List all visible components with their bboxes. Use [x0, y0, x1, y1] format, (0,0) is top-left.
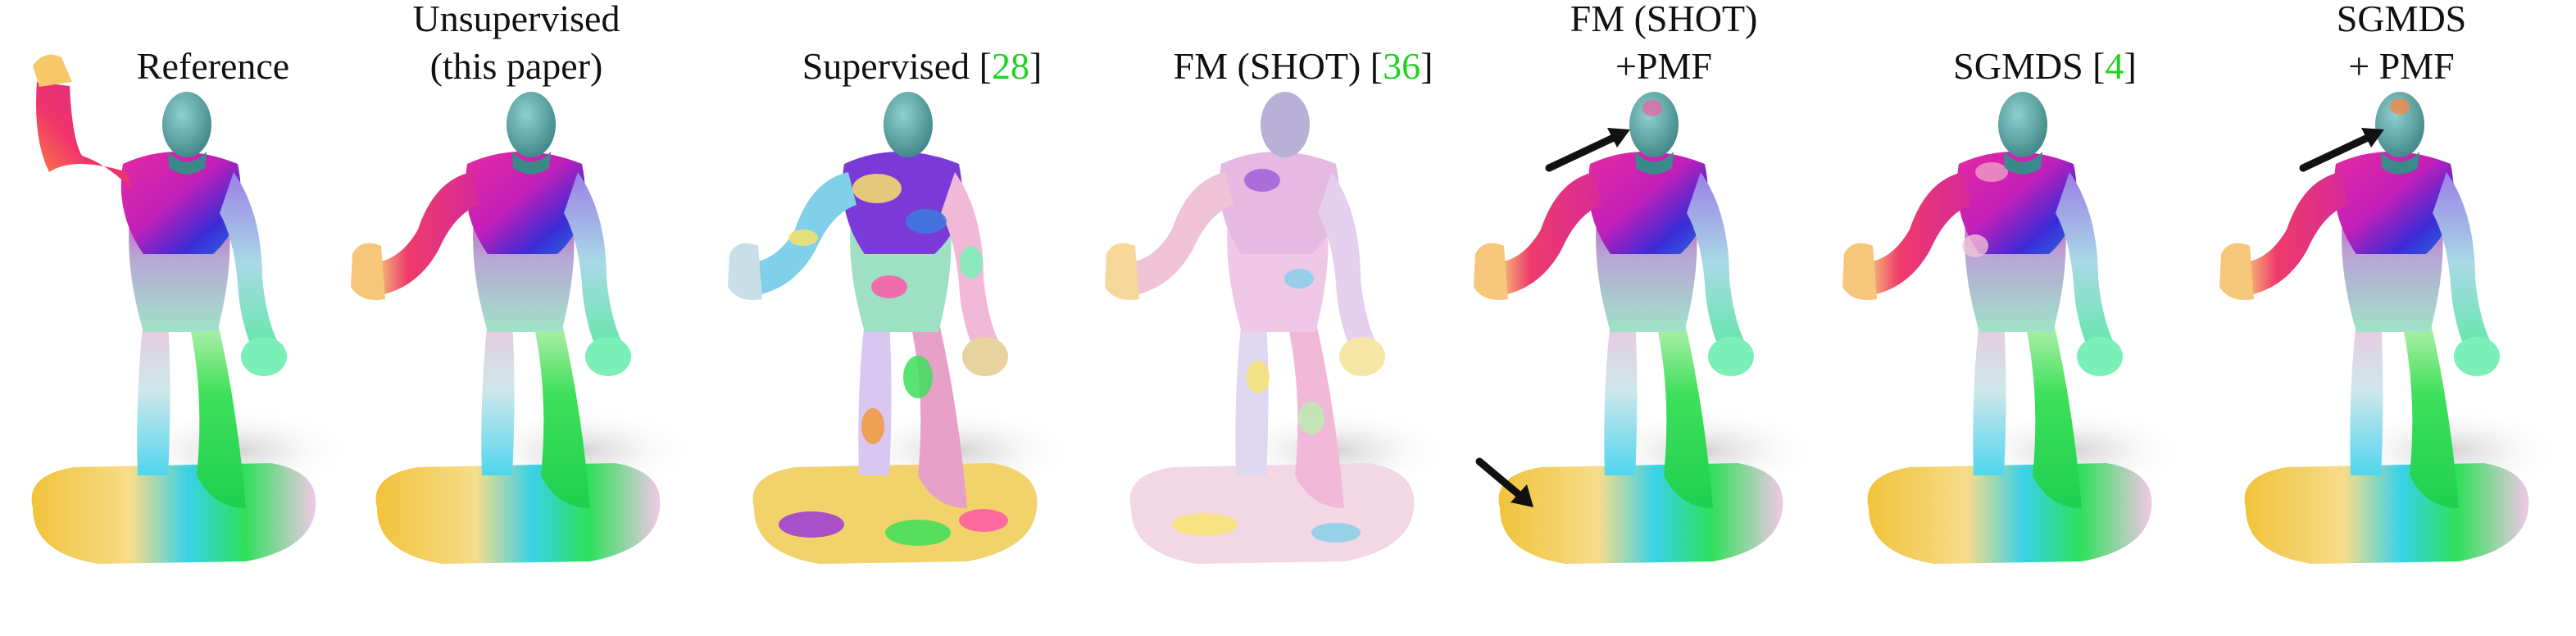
caption-unsupervised: Unsupervised (this paper): [393, 0, 639, 90]
arrow-head-fm-shot-pmf: [1545, 128, 1630, 172]
torso: [1588, 152, 1708, 254]
raised-hand: [33, 54, 72, 87]
caption-fm-shot-pmf-line2: +PMF: [1615, 45, 1712, 87]
right-fist: [962, 337, 1008, 376]
noise-patches: [1962, 162, 2008, 257]
base-rock: [1129, 463, 1415, 564]
left-arm: [1131, 172, 1233, 295]
right-arm: [1318, 172, 1377, 354]
right-fist: [1339, 337, 1385, 376]
head: [162, 92, 211, 157]
right-leg: [1656, 320, 1713, 508]
arrow-base-fm-shot-pmf: [1475, 457, 1533, 507]
panel-fm-shot: [1105, 92, 1451, 564]
head: [884, 92, 933, 157]
neck: [168, 152, 207, 175]
torso: [2333, 152, 2454, 254]
right-arm: [2056, 172, 2115, 354]
caption-sgmds-pmf: SGMDS + PMF: [2295, 0, 2508, 90]
right-leg: [2401, 320, 2459, 508]
right-fist: [241, 337, 287, 376]
noise-patches: [1172, 169, 1361, 543]
torso: [842, 152, 962, 254]
left-arm: [1500, 172, 1602, 295]
panel-sgmds-pmf: [2219, 92, 2565, 564]
arrow-head-sgmds-pmf: [2299, 128, 2384, 172]
caption-reference: Reference: [136, 45, 290, 87]
left-leg: [1235, 320, 1269, 475]
right-arm: [1687, 172, 1746, 354]
right-leg: [533, 320, 590, 508]
left-leg: [481, 320, 515, 475]
left-hand: [351, 243, 385, 300]
citation-supervised[interactable]: 28: [991, 45, 1029, 87]
panel-supervised: [728, 92, 1074, 564]
caption-sgmds: SGMDS [4]: [1953, 45, 2137, 87]
head: [1998, 92, 2047, 157]
caption-fm-shot: FM (SHOT) [36]: [1173, 45, 1433, 87]
neck: [2004, 152, 2042, 175]
panel-unsupervised: [351, 92, 697, 564]
base-rock: [2244, 463, 2529, 564]
base-rock: [1498, 463, 1783, 564]
neck: [1635, 152, 1674, 175]
caption-unsupervised-line1: Unsupervised: [412, 0, 620, 39]
panel-fm-shot-pmf: [1474, 92, 1820, 564]
panel-sgmds: [1842, 92, 2188, 564]
neck: [512, 152, 551, 175]
left-leg: [2350, 320, 2383, 475]
caption-supervised: Supervised [28]: [802, 45, 1043, 87]
right-fist: [1708, 337, 1754, 376]
right-fist: [585, 337, 631, 376]
left-hand: [1842, 243, 1877, 300]
left-leg: [137, 320, 170, 475]
left-hand: [2219, 243, 2254, 300]
caption-fm-shot-pmf: FM (SHOT) +PMF: [1541, 0, 1787, 90]
left-arm: [2246, 172, 2348, 295]
left-leg: [1604, 320, 1638, 475]
head: [507, 92, 556, 157]
torso: [465, 152, 585, 254]
right-fist: [2077, 337, 2123, 376]
left-arm: [1869, 172, 1971, 295]
head: [1629, 92, 1679, 157]
left-hand: [1105, 243, 1139, 300]
panel-reference: [31, 54, 352, 564]
citation-fm-shot[interactable]: 36: [1383, 45, 1421, 87]
left-leg: [858, 320, 892, 475]
torso: [1219, 152, 1339, 254]
right-leg: [189, 320, 246, 508]
raised-arm: [36, 82, 131, 189]
right-leg: [2024, 320, 2082, 508]
left-hand: [1474, 243, 1508, 300]
right-arm: [2433, 172, 2492, 354]
base-rock: [375, 463, 661, 564]
base-rock: [31, 463, 316, 564]
caption-fm-shot-pmf-line1: FM (SHOT): [1570, 0, 1758, 39]
caption-unsupervised-line2: (this paper): [429, 45, 603, 87]
caption-sgmds-pmf-line2: + PMF: [2348, 45, 2455, 87]
caption-sgmds-pmf-line1: SGMDS: [2336, 0, 2467, 39]
head: [1261, 92, 1310, 157]
left-hand: [728, 243, 762, 300]
head-error-patch: [1642, 100, 1662, 116]
citation-sgmds[interactable]: 4: [2105, 45, 2124, 87]
noise-patches: [779, 174, 1008, 546]
left-arm: [377, 172, 479, 295]
head-error-patch: [2390, 98, 2410, 115]
left-leg: [1973, 320, 2006, 475]
base-rock: [752, 463, 1038, 564]
right-arm: [564, 172, 623, 354]
base-rock: [1867, 463, 2152, 564]
torso: [120, 152, 241, 254]
right-arm: [220, 172, 279, 354]
head: [2375, 92, 2424, 157]
neck: [2381, 152, 2419, 175]
right-fist: [2454, 337, 2500, 376]
